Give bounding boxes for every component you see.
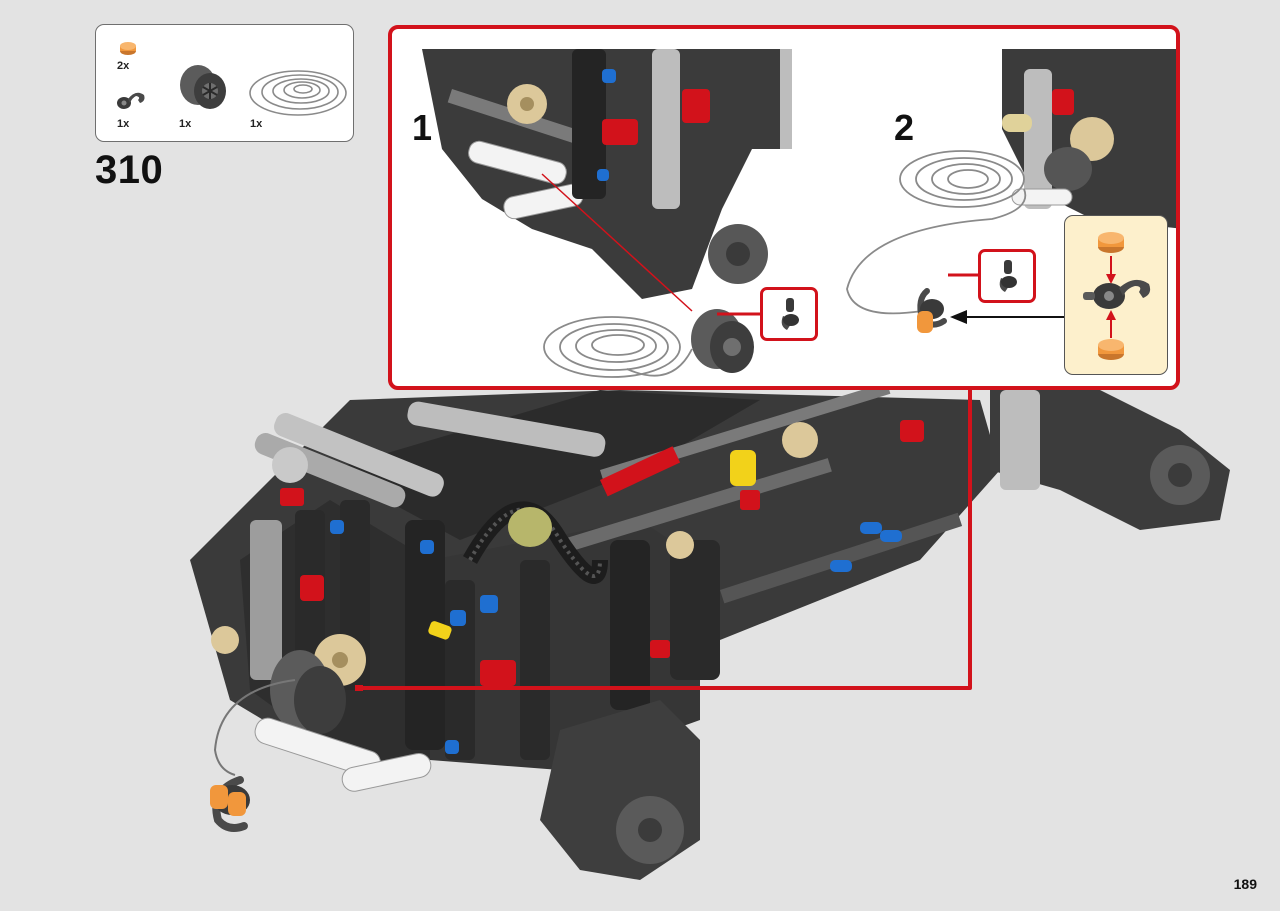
hook-icon xyxy=(1083,279,1151,309)
substep-1-illustration xyxy=(422,49,792,378)
page-number: 189 xyxy=(1233,876,1257,892)
string-coil-icon xyxy=(249,70,347,116)
qty-pulley: 1x xyxy=(179,118,192,130)
pulley-icon xyxy=(180,65,226,109)
qty-string: 1x xyxy=(250,118,263,130)
chassis-frame xyxy=(190,382,1230,880)
arrow-down-icon xyxy=(1106,274,1116,284)
hook-icon xyxy=(999,260,1017,292)
parts-list-box: 2x 1x 1x 1x xyxy=(95,24,354,142)
arrow-up-icon xyxy=(1106,310,1116,320)
hook-icon xyxy=(781,298,799,330)
substep-2-illustration xyxy=(846,49,1176,333)
qty-hook: 1x xyxy=(117,118,130,130)
substep-2-number: 2 xyxy=(894,107,915,148)
hook-icon xyxy=(117,92,145,109)
substep-callout: 1 2 xyxy=(388,25,1180,390)
callout-leader-line xyxy=(355,390,972,690)
orange-tile-icon xyxy=(1098,232,1124,253)
qty-orange-tile: 2x xyxy=(117,60,130,72)
assembly-detail-inset xyxy=(1064,215,1168,375)
step-number: 310 xyxy=(95,148,164,192)
orange-tile-icon xyxy=(120,42,136,55)
orange-tile-icon xyxy=(1098,339,1124,360)
zoom-box-step-1 xyxy=(760,287,818,341)
zoom-box-step-2 xyxy=(978,249,1036,303)
substep-1-number: 1 xyxy=(412,107,433,148)
hook-with-orange-tiles xyxy=(210,776,250,832)
assembly-detail-illustration xyxy=(1083,232,1151,360)
arrow-left-icon xyxy=(950,310,967,324)
